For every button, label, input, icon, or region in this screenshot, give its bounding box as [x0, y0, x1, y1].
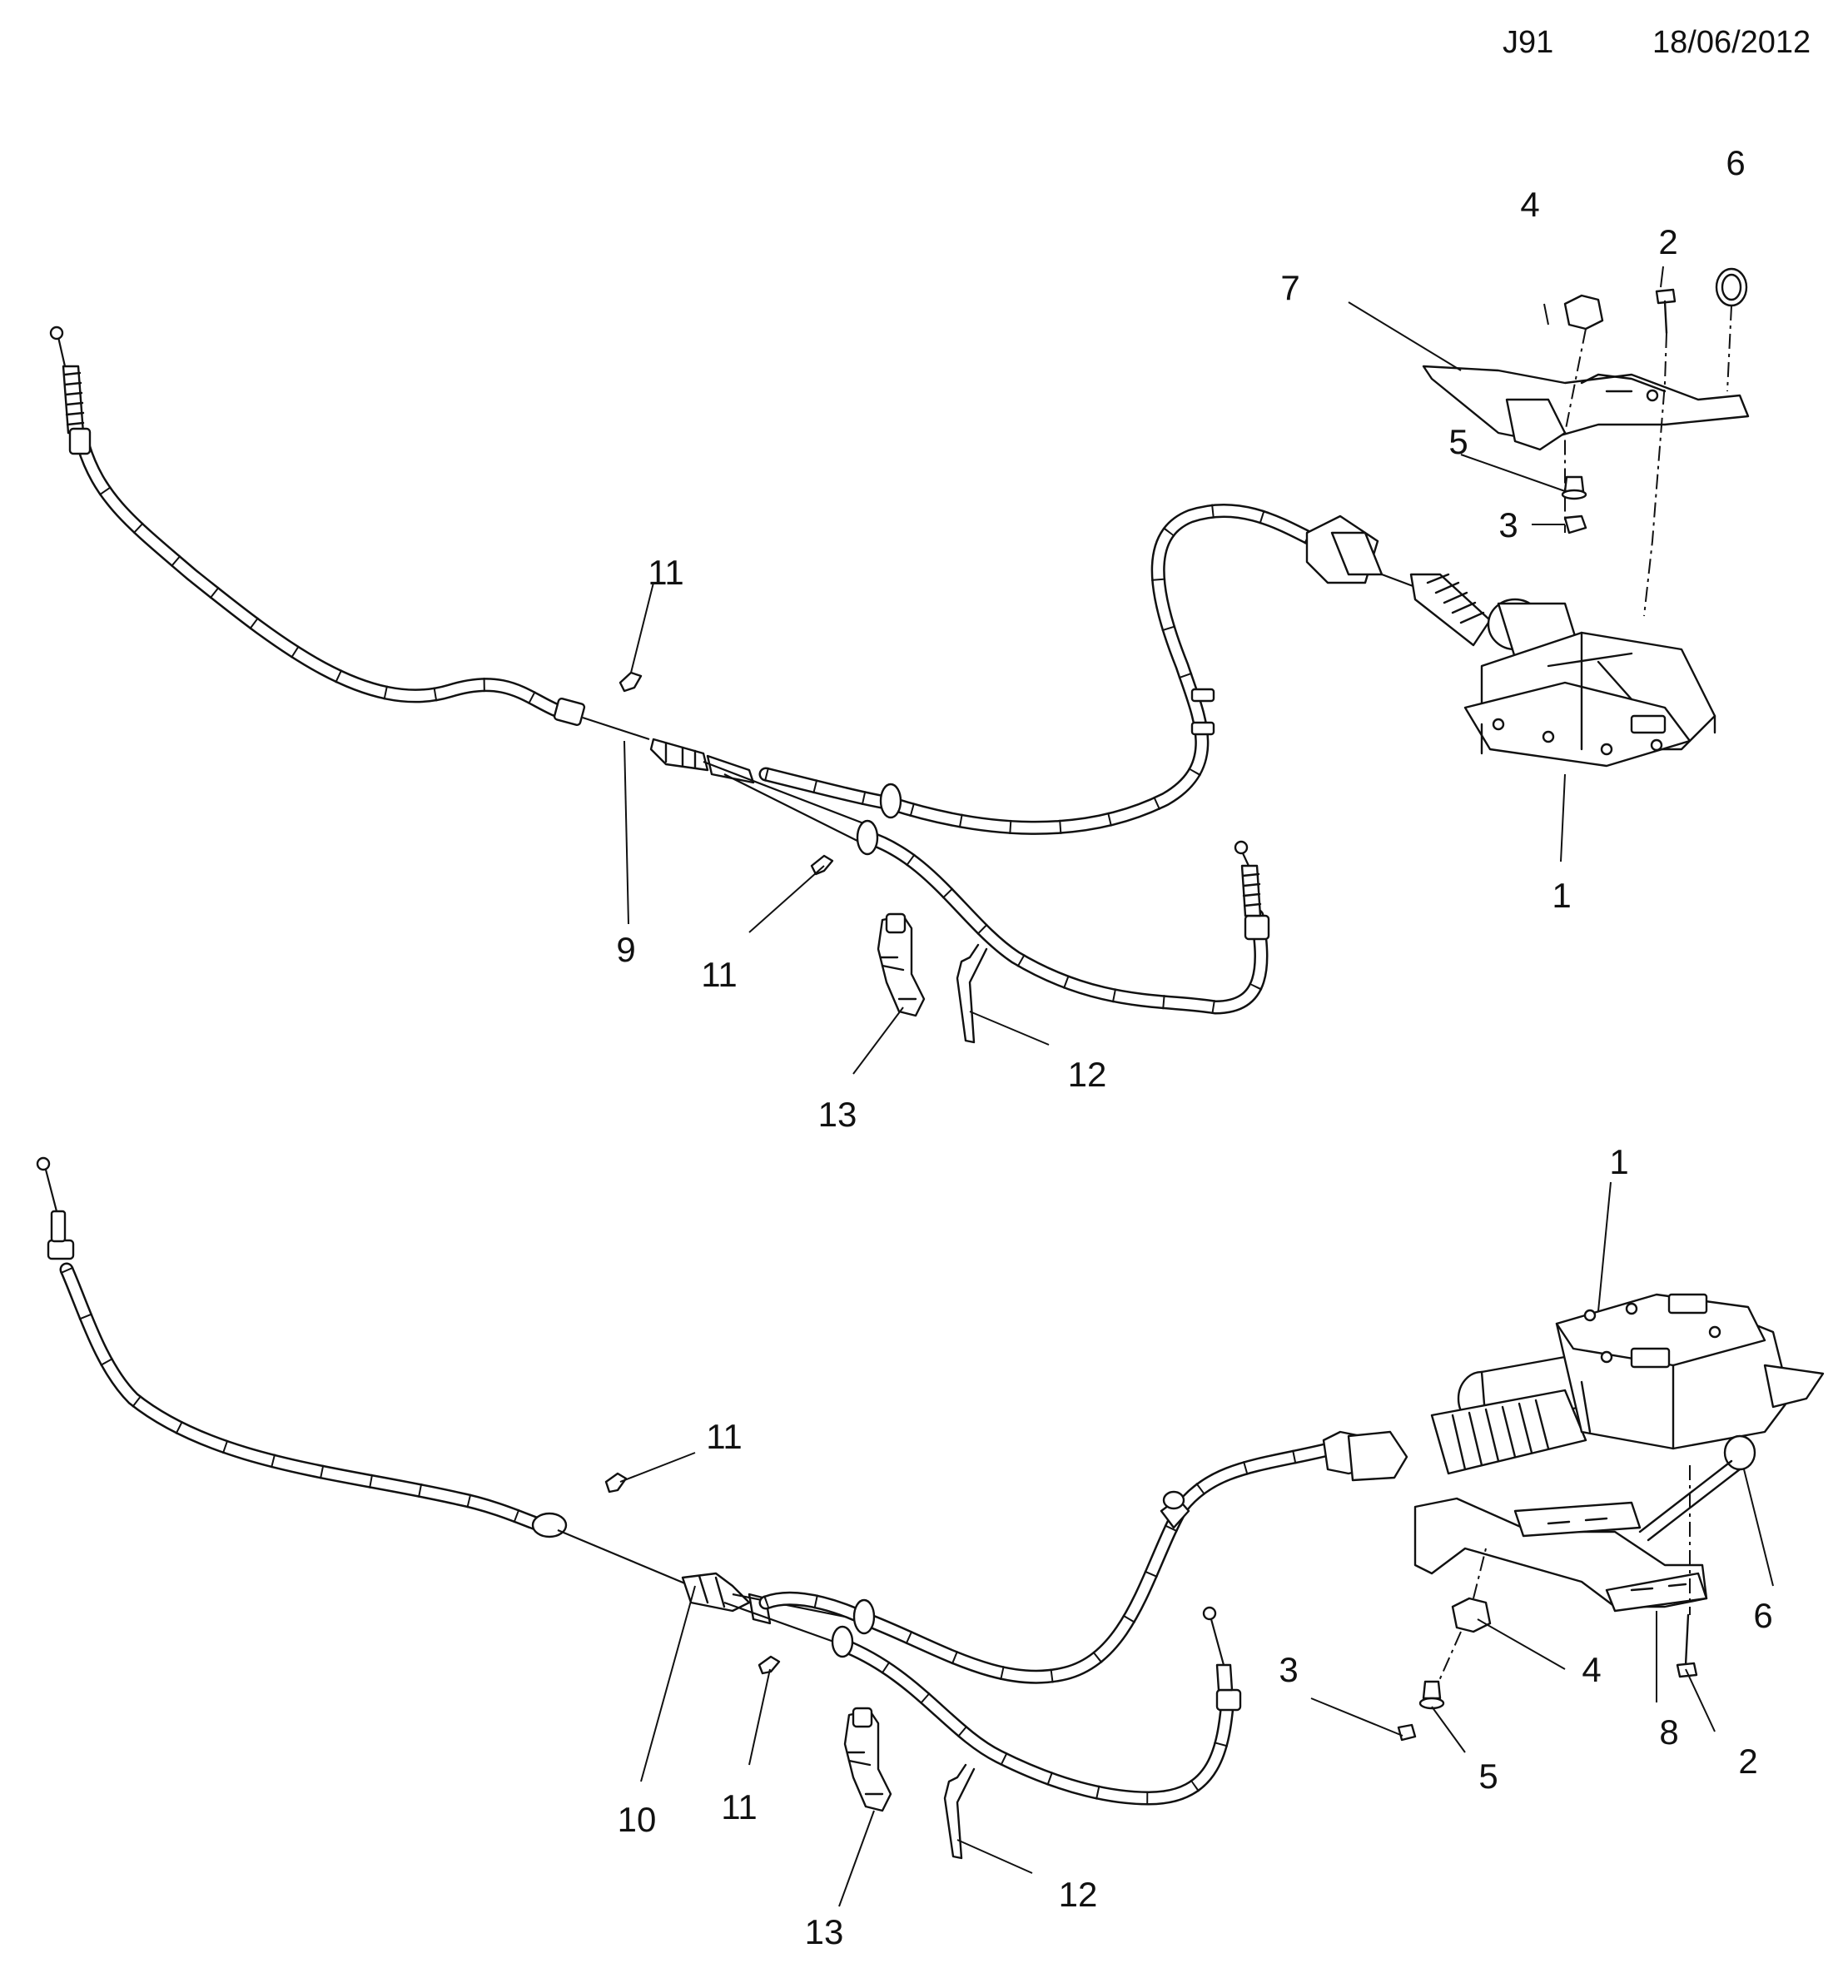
lower-actuator-1: [1430, 1293, 1825, 1475]
upper-long-cable: [49, 326, 650, 741]
upper-equalizer-9: [649, 738, 867, 842]
upper-clip-11a: [618, 671, 643, 693]
upper-actuator-1: [1381, 573, 1716, 768]
upper-label-2: 2: [1658, 222, 1677, 261]
upper-label-3: 3: [1498, 505, 1518, 544]
lower-label-12: 12: [1059, 1875, 1098, 1914]
lower-label-5: 5: [1478, 1757, 1498, 1796]
upper-label-9: 9: [616, 930, 635, 969]
lower-label-6: 6: [1753, 1596, 1772, 1635]
lower-clip-12: [943, 1763, 976, 1860]
lower-assembly: 1 6 4 3 5 8 2 11 10 11 12 13: [36, 1142, 1825, 1951]
upper-label-11b: 11: [701, 955, 738, 994]
lower-label-11b: 11: [721, 1787, 758, 1826]
diagram-code: J91: [1503, 25, 1554, 60]
lower-long-cable: [36, 1156, 692, 1588]
lower-label-10: 10: [618, 1800, 657, 1839]
lower-bracket-13: [843, 1707, 892, 1812]
lower-leaders: [619, 1181, 1774, 1907]
upper-label-5: 5: [1448, 422, 1468, 461]
lower-bracket-8: [1397, 1434, 1756, 1742]
upper-bracket-13: [877, 912, 926, 1017]
upper-assembly: 4 2 6 7 5 3 1 11 9 11 12 13: [49, 143, 1750, 1134]
upper-label-12: 12: [1068, 1055, 1107, 1094]
upper-centre-cable: [758, 503, 1384, 835]
diagram-date: 18/06/2012: [1652, 25, 1811, 60]
upper-clip-11b: [810, 854, 834, 876]
lower-label-13: 13: [805, 1912, 844, 1951]
upper-label-13: 13: [818, 1095, 857, 1134]
lower-label-1: 1: [1609, 1142, 1628, 1181]
lower-label-3: 3: [1279, 1650, 1298, 1689]
lower-right-cable: [831, 1606, 1242, 1806]
lower-label-4: 4: [1582, 1650, 1601, 1689]
upper-leaders: [623, 266, 1664, 1075]
upper-right-cable: [856, 819, 1270, 1015]
lower-label-8: 8: [1659, 1712, 1678, 1752]
lower-centre-cable: [758, 1430, 1408, 1684]
upper-label-7: 7: [1280, 268, 1299, 307]
upper-label-11a: 11: [648, 553, 684, 592]
lower-label-2: 2: [1738, 1742, 1757, 1781]
lower-clip-11a: [604, 1472, 628, 1493]
upper-label-6: 6: [1726, 143, 1745, 182]
lower-label-11a: 11: [706, 1417, 743, 1456]
upper-clip-12: [956, 943, 988, 1044]
lower-clip-11b: [758, 1655, 781, 1675]
upper-label-4: 4: [1520, 185, 1539, 224]
upper-label-1: 1: [1552, 876, 1571, 915]
upper-bracket-7: [1422, 267, 1750, 617]
